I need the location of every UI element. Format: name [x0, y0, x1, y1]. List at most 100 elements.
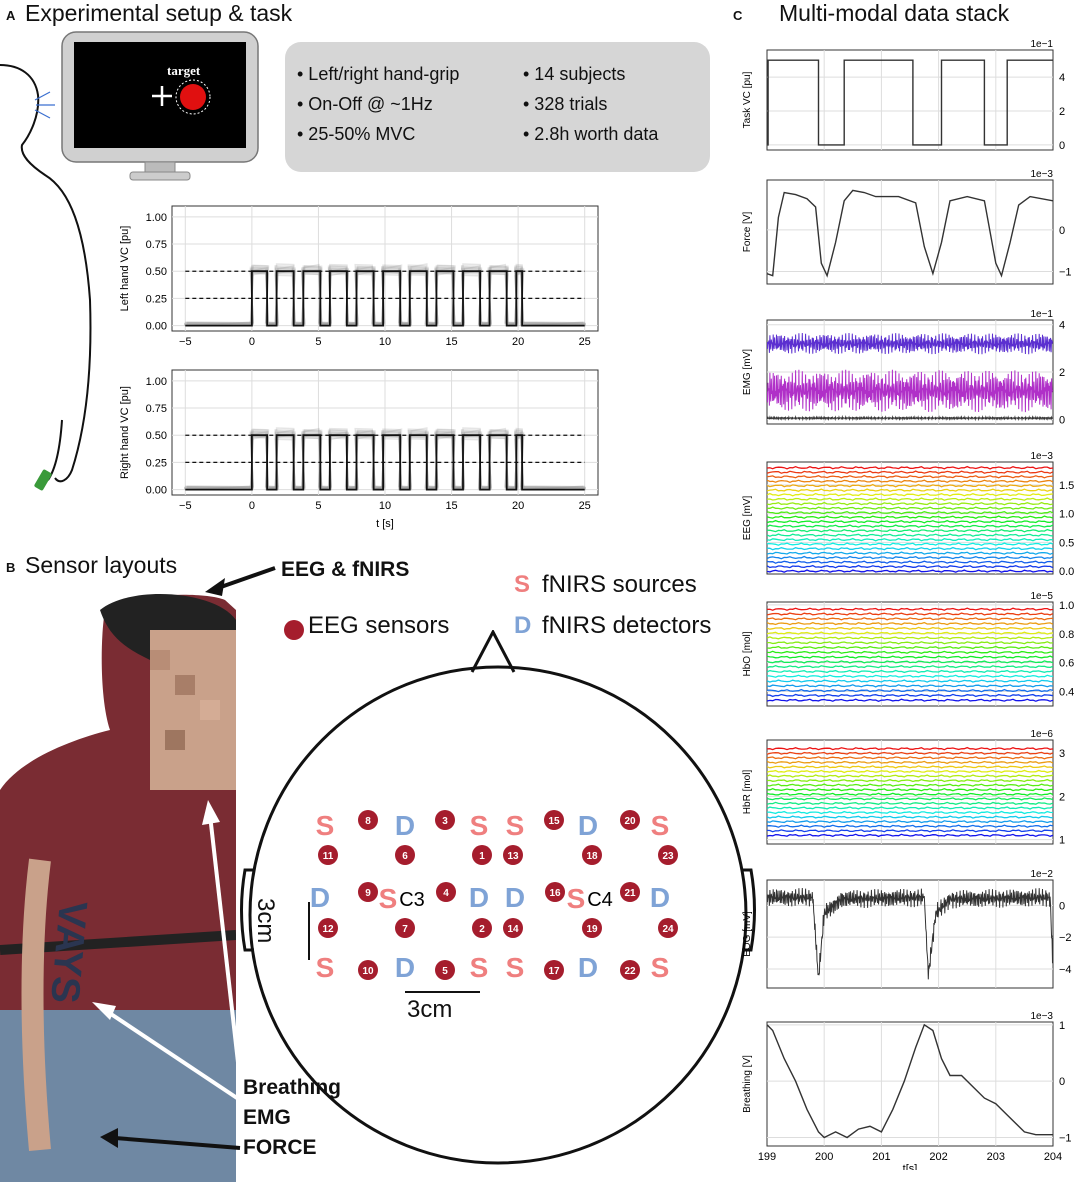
- channel-line: [767, 555, 1053, 560]
- y-tick-label: 2: [1059, 791, 1065, 803]
- y-axis-label: Breathing [V]: [742, 1055, 753, 1113]
- target-vc-line: [185, 270, 585, 327]
- channel-line: [767, 760, 1053, 765]
- channel-line: [767, 636, 1053, 640]
- y-tick-label: 4: [1059, 72, 1065, 84]
- x-axis-label: t [s]: [376, 518, 394, 530]
- channel-line: [767, 792, 1053, 796]
- x-tick-label: 5: [315, 336, 321, 348]
- channel-line: [767, 515, 1053, 520]
- x-tick-label: 15: [445, 336, 457, 348]
- scale-label: 1e−1: [1030, 39, 1053, 50]
- eeg-sensor-number: 23: [662, 851, 674, 862]
- panel-a-letter: A: [6, 8, 16, 23]
- y-tick-label: 3: [1059, 748, 1065, 760]
- fnirs-source: S: [651, 810, 670, 841]
- eeg-sensor: [435, 810, 455, 830]
- x-tick-label: −5: [179, 500, 192, 512]
- channel-line: [767, 465, 1053, 470]
- scale-label-horizontal: 3cm: [407, 996, 453, 1023]
- eeg-sensor: [503, 845, 523, 865]
- detector-legend-symbol: D: [514, 612, 532, 639]
- eeg-sensor-number: 3: [442, 816, 448, 827]
- channel-line: [767, 788, 1053, 792]
- y-axis-label: HbO [mol]: [742, 631, 753, 676]
- panel-a-title: Experimental setup & task: [25, 0, 293, 26]
- x-tick-label: 204: [1044, 1151, 1062, 1163]
- channel-line: [767, 612, 1053, 616]
- channel-line: [767, 693, 1053, 698]
- eeg-sensor: [658, 918, 678, 938]
- fnirs-detector: D: [650, 882, 670, 913]
- breathing-callout: Breathing: [243, 1076, 342, 1099]
- signal-line: [767, 887, 1053, 980]
- eeg-sensor: [620, 960, 640, 980]
- y-tick-label: 0.50: [146, 430, 167, 442]
- eeg-sensor: [435, 960, 455, 980]
- fnirs-source: S: [470, 952, 489, 983]
- channel-line: [767, 492, 1053, 497]
- channel-line: [767, 824, 1053, 828]
- channel-line: [767, 506, 1053, 511]
- channel-line: [767, 778, 1053, 783]
- y-axis-label: EMG [mV]: [742, 349, 753, 395]
- eeg-sensor-number: 9: [365, 888, 371, 899]
- y-tick-label: 1.0: [1059, 509, 1074, 521]
- eeg-sensor: [358, 960, 378, 980]
- y-tick-label: 2: [1059, 106, 1065, 118]
- sources-legend-label: fNIRS sources: [542, 571, 697, 598]
- fnirs-source: S: [379, 883, 398, 914]
- channel-line: [767, 698, 1053, 703]
- callout-arrows: [92, 800, 242, 1150]
- channel-line: [767, 617, 1053, 621]
- eeg-sensor: [472, 918, 492, 938]
- channel-line: [767, 669, 1053, 674]
- eeg-sensor-number: 10: [362, 966, 374, 977]
- plot-area: [766, 49, 1054, 151]
- emg-callout: EMG: [243, 1106, 291, 1129]
- channel-line: [767, 470, 1053, 475]
- channel-line: [767, 806, 1053, 810]
- y-tick-label: 0: [1059, 414, 1065, 426]
- x-tick-label: 25: [579, 500, 591, 512]
- info-item: • 14 subjects: [523, 64, 626, 84]
- channel-line: [767, 751, 1053, 756]
- eeg-sensor-number: 24: [662, 924, 674, 935]
- fnirs-detector: D: [578, 952, 598, 983]
- channel-line: [767, 528, 1053, 533]
- eeg-sensor-number: 8: [365, 816, 371, 827]
- channel-line: [767, 801, 1053, 806]
- svg-text:VAYS: VAYS: [42, 899, 95, 1005]
- left-ear-outline: [240, 868, 254, 952]
- y-tick-label: 0: [1059, 900, 1065, 912]
- eeg-sensor: [582, 845, 602, 865]
- y-tick-label: 1.00: [146, 376, 167, 388]
- scale-label: 1e−5: [1030, 591, 1053, 602]
- channel-line: [767, 564, 1053, 569]
- channel-line: [767, 765, 1053, 769]
- eeg-sensor: [472, 845, 492, 865]
- eeg-legend-label: EEG sensors: [308, 612, 450, 639]
- eeg-sensor: [436, 882, 456, 902]
- eeg-sensor-number: 6: [402, 851, 408, 862]
- y-tick-label: 1.0: [1059, 600, 1074, 612]
- y-tick-label: 1: [1059, 1020, 1065, 1032]
- eeg-sensor-number: 15: [548, 816, 560, 827]
- person-silhouette: [0, 64, 92, 491]
- info-item: • 328 trials: [523, 94, 608, 114]
- x-tick-label: 15: [445, 500, 457, 512]
- signal-line: [767, 189, 1053, 278]
- y-axis-label: Force [V]: [742, 212, 753, 253]
- channel-line: [767, 631, 1053, 635]
- signal-line: [767, 59, 1053, 146]
- y-tick-label: 0.00: [146, 485, 167, 497]
- panel-b-title: Sensor layouts: [25, 552, 178, 578]
- scale-label: 1e−6: [1030, 729, 1053, 740]
- x-tick-label: 0: [249, 500, 255, 512]
- fnirs-source: S: [506, 810, 525, 841]
